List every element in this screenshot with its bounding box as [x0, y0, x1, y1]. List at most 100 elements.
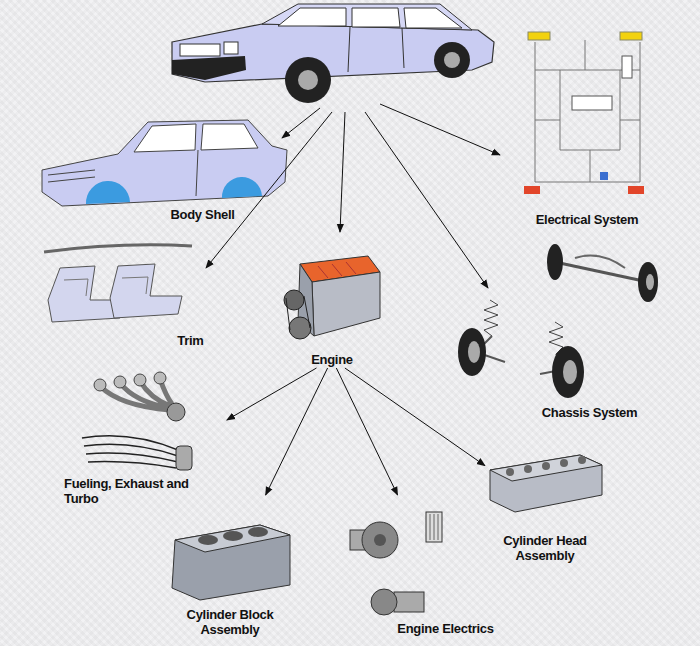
node-label: Engine: [311, 352, 353, 367]
wheel: [547, 244, 563, 280]
hub: [468, 341, 480, 363]
car-wheel: [434, 42, 470, 78]
cam-lobe: [560, 459, 568, 467]
cam-lobe: [542, 462, 550, 470]
car-illustration: [172, 4, 494, 103]
port: [154, 372, 166, 384]
leader-arrow: [365, 112, 488, 288]
bore: [248, 527, 268, 537]
alternator-pulley: [374, 534, 386, 546]
connector-arrow: [345, 368, 485, 466]
wiring: [535, 40, 640, 182]
node-label: Cylinder Block Assembly: [173, 607, 288, 637]
node-label: Electrical System: [536, 212, 639, 227]
port: [114, 376, 126, 388]
component-node: Chassis System: [522, 402, 657, 422]
car-hub: [444, 52, 460, 68]
component-node: Cylinder Head Assembly: [485, 450, 605, 565]
shell-window: [201, 124, 258, 150]
fuel-lines: [82, 436, 178, 468]
trim-strip: [44, 245, 192, 252]
car-breakdown-arrows: [206, 104, 500, 288]
lamp: [528, 32, 550, 40]
axle: [555, 262, 648, 282]
car-body: [172, 24, 494, 82]
connector-arrow: [266, 368, 328, 495]
bore: [198, 535, 218, 545]
block-body: [172, 525, 290, 600]
car-window: [404, 8, 462, 28]
car-headlight: [224, 42, 238, 54]
starter-body: [394, 592, 424, 612]
car-grille: [180, 44, 220, 56]
port: [134, 374, 146, 386]
cam-lobe: [506, 468, 514, 476]
bore: [223, 531, 243, 541]
wheel-arch: [222, 177, 262, 198]
lamp: [620, 32, 642, 40]
spring: [484, 300, 498, 336]
lamp: [628, 186, 644, 194]
wheel-arch: [86, 181, 130, 204]
component-node: Engine Electrics: [350, 495, 515, 640]
car-bumper: [172, 56, 246, 80]
wheel: [458, 328, 486, 376]
car-door-line: [348, 27, 404, 72]
component-node: Fueling, Exhaust and Turbo: [62, 420, 240, 508]
cylinder-head-illustration: [490, 455, 602, 512]
car-window: [352, 8, 400, 27]
shell-window: [134, 124, 196, 152]
component-node: Electrical System: [512, 209, 662, 229]
component-node: Cylinder Block Assembly: [165, 495, 295, 641]
engine-block: [312, 272, 380, 336]
hub: [646, 274, 654, 290]
engine-illustration: [284, 256, 380, 339]
wheel: [638, 262, 658, 302]
belt: [286, 296, 310, 330]
hub: [563, 360, 577, 384]
coil-fins: [430, 514, 438, 540]
component-node: Body Shell: [150, 204, 255, 224]
connector-arrow: [336, 368, 397, 495]
node-label: Body Shell: [170, 207, 234, 222]
car-hub: [298, 70, 318, 90]
module: [572, 96, 612, 110]
engine-electrics-illustration: [350, 512, 442, 615]
car-wheel: [285, 57, 331, 103]
leader-arrow: [206, 112, 332, 268]
starter: [371, 589, 397, 615]
turbo: [167, 403, 185, 421]
head-top: [490, 455, 602, 481]
link: [575, 256, 625, 268]
leader-arrow: [340, 112, 345, 232]
pulley: [289, 317, 311, 339]
alternator: [362, 522, 398, 558]
leader-arrow: [380, 104, 500, 155]
component-node: Trim: [168, 331, 213, 349]
cylinder-block-illustration: [172, 525, 290, 600]
component-node: Engine: [298, 350, 366, 368]
electrical-illustration: [524, 32, 644, 194]
shell-body: [42, 120, 287, 206]
trim-illustration: [44, 245, 192, 322]
fueling-illustration: [82, 372, 192, 470]
node-label: Chassis System: [542, 405, 638, 420]
wheel: [552, 346, 584, 398]
cam-lobe: [578, 456, 586, 464]
head-body: [490, 455, 602, 512]
chassis-illustration: [458, 244, 658, 398]
lamp: [524, 186, 540, 194]
node-label: Trim: [177, 333, 203, 348]
body-shell-illustration: [42, 120, 287, 206]
cover-ribs: [318, 262, 356, 278]
node-label: Fueling, Exhaust and Turbo: [64, 476, 199, 506]
seat-detail: [64, 277, 148, 296]
node-label: Engine Electrics: [397, 621, 493, 636]
module: [600, 172, 608, 180]
connector-arrow: [227, 368, 317, 420]
module: [622, 56, 632, 78]
